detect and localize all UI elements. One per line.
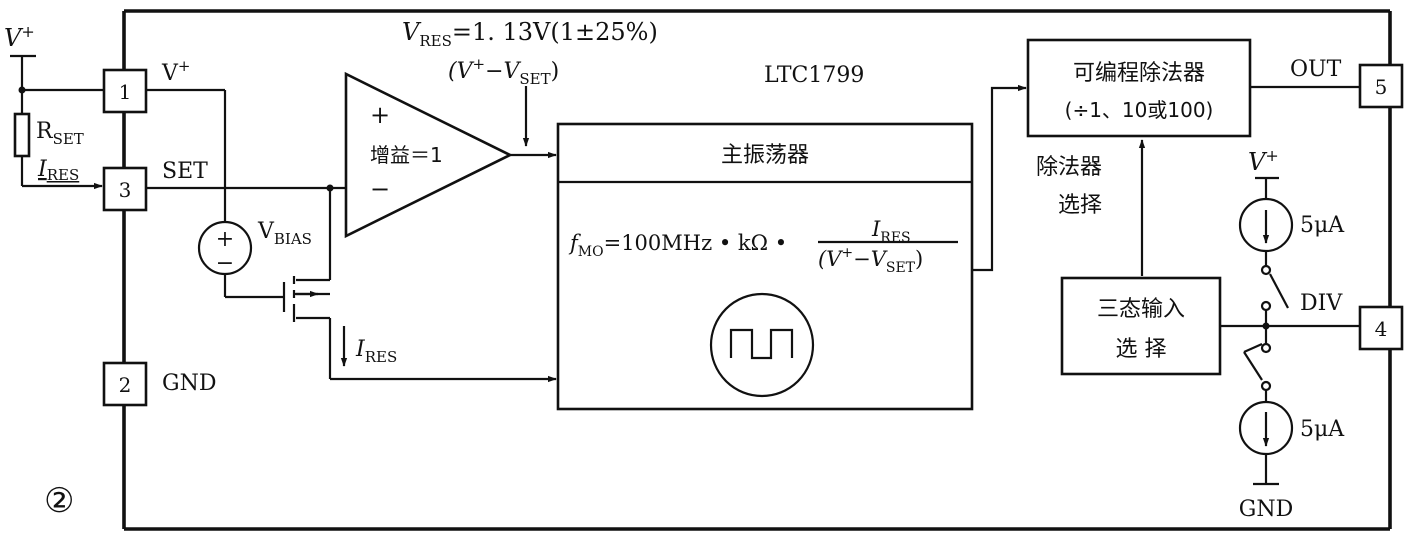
switch-bottom (1243, 342, 1272, 392)
ires-external-label: IRES (37, 157, 79, 184)
rset-label: RSET (36, 119, 84, 148)
figure-number: ② (44, 481, 74, 521)
current-top-label: 5μA (1300, 213, 1345, 238)
amp-plus-sign: + (370, 101, 390, 129)
vplus-external-label: V+ (4, 22, 35, 52)
oscillator-formula: fMO=100MHz • kΩ • (568, 231, 787, 260)
internal-wiring-left (146, 88, 557, 383)
pin-4: 4 (1358, 305, 1404, 351)
svg-text:3: 3 (119, 178, 132, 202)
tristate-label-2: 选 择 (1116, 337, 1167, 362)
pin-5: 5 (1358, 63, 1404, 109)
divider-subtitle: (÷1、10或100) (1065, 98, 1214, 122)
div-label: DIV (1300, 291, 1343, 316)
gnd-bottom-label: GND (1239, 497, 1293, 522)
pin-2: 2 (102, 361, 148, 407)
current-source-bottom (1238, 390, 1294, 486)
square-wave-icon (709, 292, 815, 398)
mirror-ires-label: IRES (355, 337, 397, 366)
current-bottom-label: 5μA (1300, 417, 1345, 442)
divider-select-label-1: 除法器 (1036, 155, 1102, 180)
switch-top (1260, 273, 1289, 344)
vbias-source: + − (197, 220, 253, 276)
gain-amplifier (344, 71, 557, 239)
gnd-label: GND (162, 371, 216, 396)
svg-text:−: − (216, 251, 234, 276)
svg-text:2: 2 (119, 373, 132, 397)
mosfet-transistor (282, 276, 319, 322)
chip-name: LTC1799 (764, 63, 864, 88)
vres-formula-label: (V+−VSET) (448, 55, 559, 88)
current-source-top (1238, 176, 1294, 276)
divider-select-label-2: 选择 (1058, 193, 1102, 218)
pin-3: 3 (102, 166, 148, 212)
programmable-divider-block (1026, 38, 1252, 138)
svg-text:+: + (216, 227, 234, 252)
amp-minus-sign: − (370, 175, 390, 203)
tristate-label-1: 三态输入 (1097, 297, 1185, 322)
svg-text:5: 5 (1375, 75, 1388, 99)
divider-title: 可编程除法器 (1073, 61, 1205, 86)
svg-text:4: 4 (1375, 317, 1388, 341)
pin1-vplus-label: V+ (161, 57, 190, 86)
amp-gain-label: 增益＝1 (370, 143, 443, 167)
vbias-label: VBIAS (257, 219, 312, 248)
oscillator-title: 主振荡器 (721, 143, 809, 168)
formula-denominator: (V+−VSET) (818, 245, 923, 276)
pin-1: 1 (102, 68, 148, 114)
oscillator-output-wire (972, 84, 1027, 272)
svg-text:1: 1 (119, 80, 132, 104)
set-label: SET (162, 159, 208, 184)
master-oscillator-block (556, 122, 974, 411)
out-label: OUT (1290, 57, 1342, 82)
external-rset-network (10, 54, 104, 190)
vplus-div-label: V+ (1248, 146, 1279, 176)
vres-label: VRES=1. 13V(1±25%) (402, 18, 658, 50)
